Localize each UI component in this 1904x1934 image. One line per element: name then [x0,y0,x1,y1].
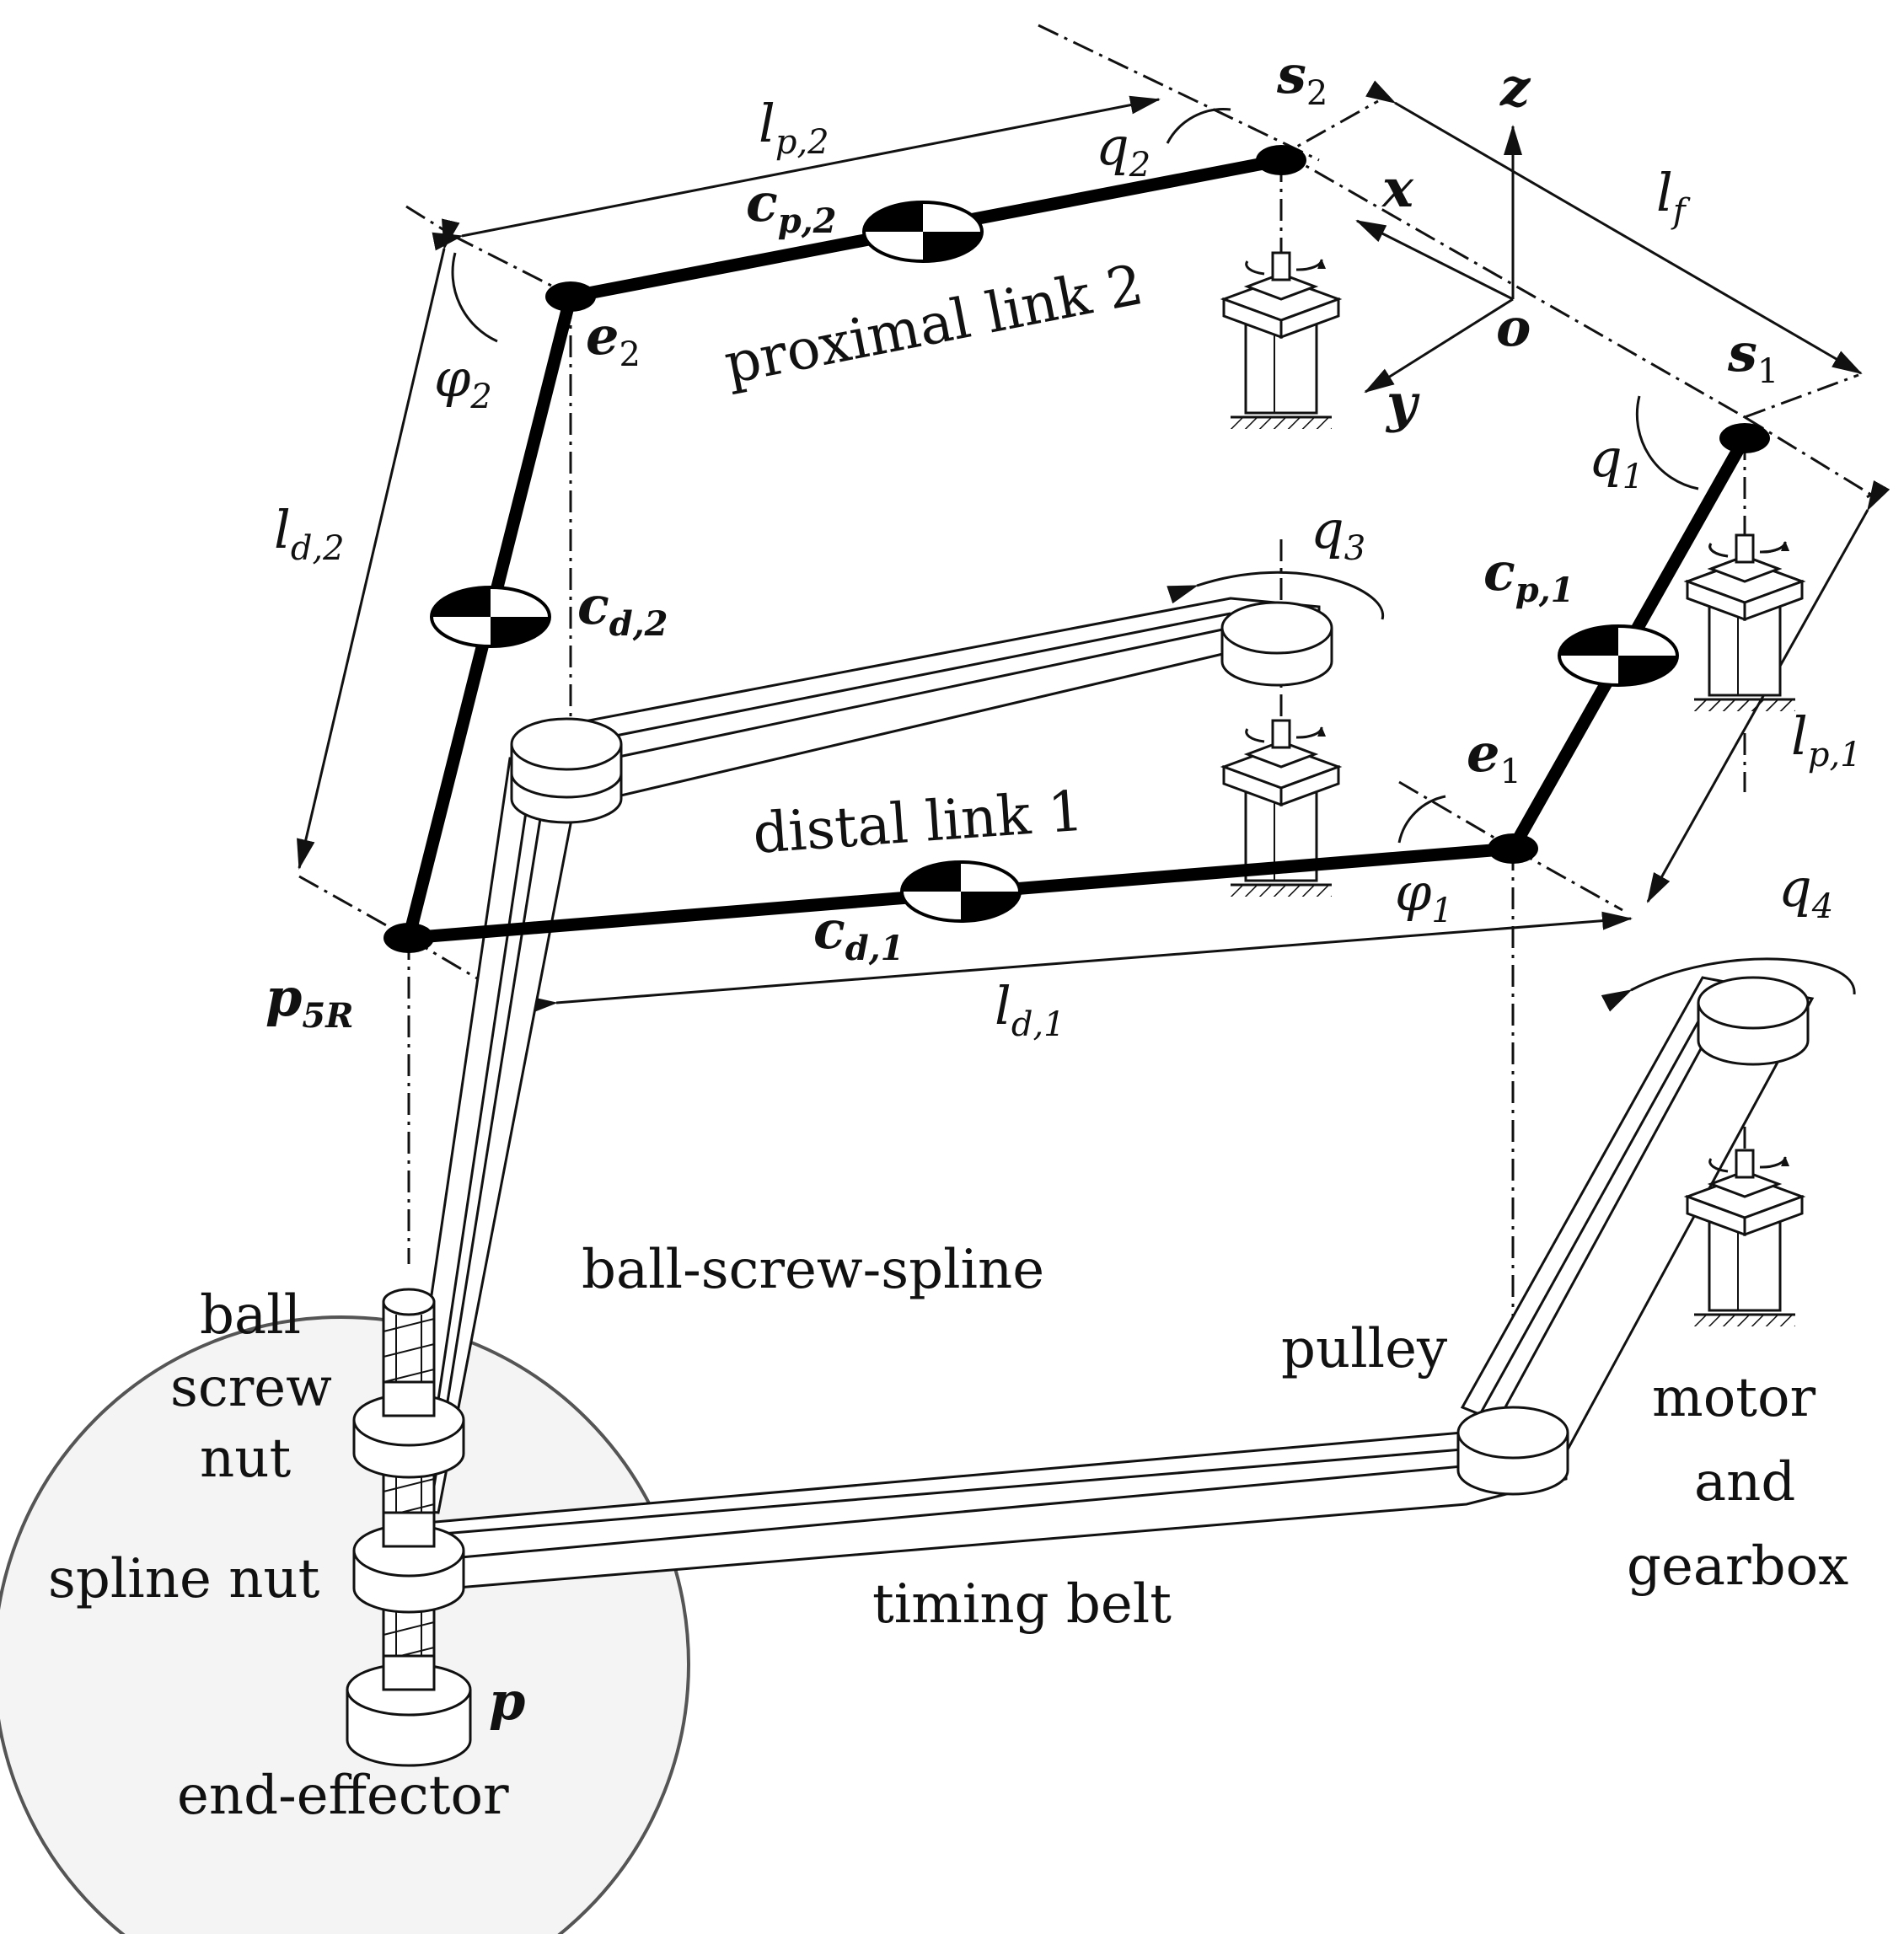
label-ld2: l [274,499,291,560]
label-q4: q [1778,857,1812,919]
center-of-mass-cp1 [1558,624,1679,687]
label-ld1: l [995,975,1011,1037]
label-q3: q [1311,499,1344,560]
label-o: o [1496,297,1531,358]
end-effector [346,1654,472,1767]
svg-text:e2: e2 [586,305,641,374]
label-cp1: c [1483,541,1515,603]
label-lp1: l [1791,705,1808,767]
label-y: y [1385,372,1420,434]
svg-text:cp,1: cp,1 [1483,541,1574,610]
joints [383,145,1770,953]
svg-text:p5R: p5R [265,967,353,1036]
label-e1: e [1467,722,1499,784]
svg-text:lf: lf [1656,162,1691,231]
motor-icon [1220,251,1343,429]
label-distal-link-1: distal link 1 [751,779,1086,866]
label-screw: screw [170,1357,332,1419]
label-spline-nut: spline nut [48,1548,320,1610]
label-p: p [489,1670,525,1732]
center-of-mass-cp2 [862,201,984,263]
label-gearbox: gearbox [1627,1535,1848,1598]
dimension-lines [297,80,1891,1015]
svg-text:s2: s2 [1276,44,1327,113]
label-nut: nut [200,1428,291,1490]
svg-text:q4: q4 [1778,857,1833,926]
labels: lp,2 q2 s2 z x y o lf s1 q1 cp,2 e2 φ2 p… [48,44,1862,1827]
label-phi1: φ [1395,861,1432,923]
label-s1: s [1727,322,1757,383]
svg-text:lp,2: lp,2 [759,93,829,162]
label-lp2: l [759,93,775,154]
svg-text:cd,1: cd,1 [813,899,904,968]
center-of-mass-cd1 [900,860,1022,923]
motor-icon [1687,535,1802,711]
svg-text:q3: q3 [1311,499,1365,568]
label-phi2: φ [434,347,471,409]
pulley-bottom [1456,1406,1569,1496]
spline-nut [352,1511,465,1614]
svg-text:lp,1: lp,1 [1791,705,1862,774]
label-motor: motor [1652,1367,1816,1429]
label-lf: l [1656,162,1673,223]
label-pulley: pulley [1281,1318,1447,1380]
label-ball: ball [200,1284,301,1347]
svg-text:cd,2: cd,2 [577,575,668,644]
label-x: x [1381,158,1414,219]
label-cd2: c [577,575,609,636]
label-s2: s [1276,44,1306,105]
pulley-top-left [510,717,623,824]
label-cp2: c [746,172,778,233]
svg-text:ld,1: ld,1 [995,975,1065,1044]
label-cd1: c [813,899,845,961]
pulley-bottom-right [1697,976,1810,1066]
label-q1: q [1589,427,1622,489]
label-q2: q [1096,115,1129,177]
label-and: and [1694,1451,1795,1513]
svg-text:e1: e1 [1467,722,1521,791]
svg-text:cp,2: cp,2 [746,172,837,241]
label-end-effector: end-effector [177,1765,509,1827]
svg-text:φ1: φ1 [1395,861,1453,930]
label-ball-screw-spline: ball-screw-spline [582,1239,1044,1301]
svg-text:s1: s1 [1727,322,1778,391]
svg-text:q2: q2 [1096,115,1150,185]
end-effector-zoom-circle [0,1315,690,1934]
label-proximal-link-2: proximal link 2 [719,252,1148,397]
label-e2: e [586,305,619,367]
label-z: z [1499,56,1531,118]
ball-screw-nut [352,1380,465,1479]
svg-text:φ2: φ2 [434,347,492,416]
svg-text:q1: q1 [1589,427,1644,496]
svg-text:ld,2: ld,2 [274,499,345,568]
pulley-top-right [1220,601,1333,687]
center-of-mass-cd2 [430,586,551,648]
label-p5r: p [265,967,302,1028]
label-timing-belt: timing belt [872,1573,1172,1636]
